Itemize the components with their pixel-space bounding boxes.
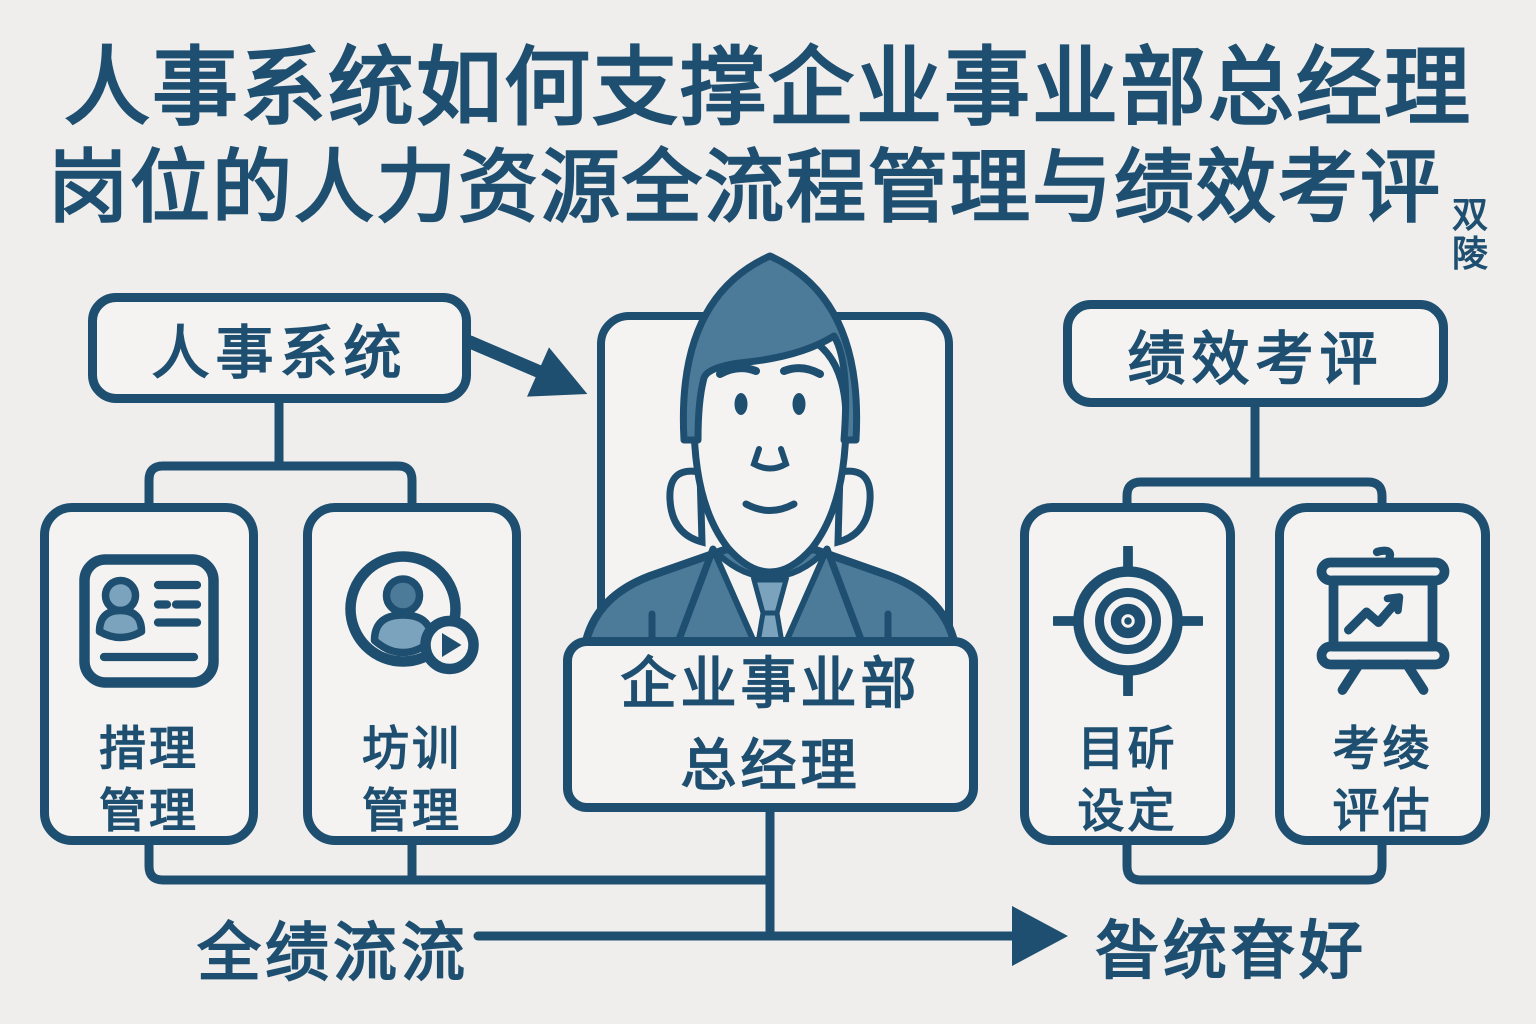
title-annotation: 双陵: [1451, 193, 1488, 275]
businessman-portrait: [579, 252, 961, 699]
performance-label: 绩效考评: [1127, 326, 1384, 392]
goal-setting-card: 目斫 设定: [1020, 503, 1235, 845]
hr-system-label: 人事系统: [151, 321, 408, 386]
manager-title-line-1: 企业事业部: [620, 652, 921, 716]
target-icon: [1052, 546, 1203, 696]
page-title: 人事系统如何支撑企业事业部总经理 岗位的人力资源全流程管理与绩效考评双陵: [0, 42, 1536, 274]
assessment-card: 考绫 评估: [1275, 503, 1490, 845]
flow-arrow-head: [1012, 906, 1068, 966]
bottom-right-label: 昝统眘好: [1095, 915, 1367, 987]
left-bottom-connector: [144, 838, 771, 885]
perf-children-connector: [1122, 477, 1387, 510]
title-line-2: 岗位的人力资源全流程管理与绩效考评双陵: [47, 142, 1488, 275]
title-line-1: 人事系统如何支撑企业事业部总经理: [64, 40, 1472, 136]
hr-children-connector: [144, 461, 417, 510]
manager-title-line-2: 总经理: [680, 733, 861, 797]
hr-system-box: 人事系统: [88, 293, 471, 403]
trainee-play-icon: [345, 551, 479, 675]
right-bottom-connector: [1122, 838, 1387, 885]
id-card-icon: [79, 554, 219, 688]
bottom-left-label: 全绩流流: [197, 917, 469, 989]
manager-title-box: 企业事业部 总经理: [563, 637, 978, 812]
training-management-card: 坊训 管理: [303, 503, 521, 845]
training-management-label: 坊训 管理: [362, 722, 462, 838]
assessment-label: 考绫 评估: [1332, 722, 1433, 838]
performance-box: 绩效考评: [1063, 300, 1448, 407]
goal-setting-label: 目斫 设定: [1077, 722, 1178, 838]
link-arrow-head: [527, 347, 588, 397]
records-management-card: 措理 管理: [40, 503, 258, 845]
presentation-chart-icon: [1316, 546, 1449, 695]
link-arrow-shaft: [463, 335, 547, 379]
hair: [679, 252, 861, 444]
records-management-label: 措理 管理: [99, 722, 199, 838]
